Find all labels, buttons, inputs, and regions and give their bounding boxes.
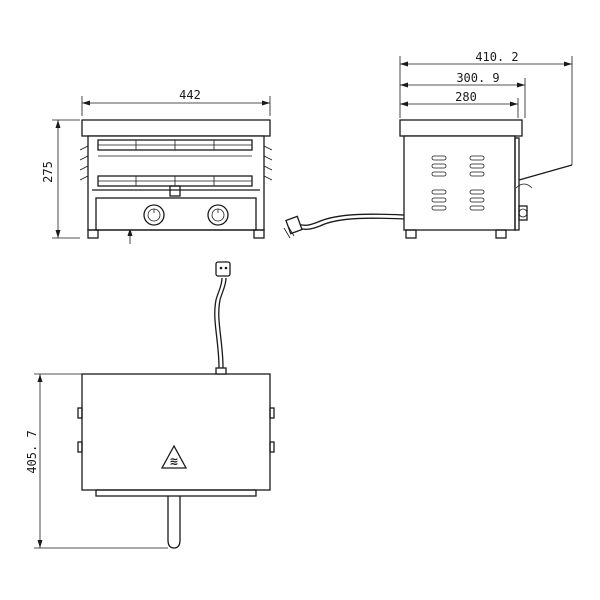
side-front-panel: [514, 137, 520, 231]
front-view: 442 275 65: [41, 88, 273, 244]
front-height-label: 275: [41, 161, 55, 183]
power-cord: [297, 213, 405, 226]
side-front-foot: [495, 229, 507, 239]
front-body: [87, 135, 265, 231]
svg-text:≋: ≋: [169, 455, 178, 468]
top-depth-label: 405. 7: [25, 430, 39, 473]
front-side-vents: [79, 145, 273, 181]
control-panel: [95, 197, 257, 231]
top-left-bracket-1: [77, 407, 83, 419]
side-hinge: [515, 183, 533, 189]
top-right-bracket-2: [269, 441, 275, 453]
tray-handle[interactable]: [167, 496, 181, 549]
side-overall-label: 410. 2: [475, 50, 518, 64]
upper-heating-element: [97, 139, 253, 157]
side-back-foot: [405, 229, 417, 239]
side-top-dimension: 280: [400, 90, 519, 118]
front-left-foot: [87, 229, 99, 239]
side-knob[interactable]: [518, 205, 528, 221]
side-body: [403, 135, 516, 231]
front-right-foot: [253, 229, 265, 239]
hot-surface-warning-icon: ≋: [160, 444, 188, 469]
top-left-bracket-2: [77, 441, 83, 453]
side-body-dimension: 300. 9: [400, 71, 526, 118]
top-power-plug-icon: [215, 261, 231, 277]
top-power-cord-edge: [218, 277, 227, 369]
top-view: 405. 7 ≋: [25, 261, 275, 549]
top-cord-connector: [215, 367, 227, 375]
front-width-label: 442: [179, 88, 201, 102]
top-depth-dimension: 405. 7: [25, 373, 168, 549]
power-cord-edge: [297, 217, 405, 230]
front-height-dimension: 275: [41, 119, 80, 239]
side-vent-slots: [431, 155, 485, 211]
top-power-cord: [214, 277, 223, 369]
grill-rack: [92, 175, 260, 197]
side-view: 410. 2 300. 9 280: [283, 50, 573, 239]
top-front-strip: [95, 489, 257, 497]
top-body: [81, 373, 271, 491]
right-knob[interactable]: [207, 204, 229, 226]
left-knob[interactable]: [143, 204, 165, 226]
side-overall-dimension: 410. 2: [399, 50, 573, 165]
side-handle-line: [518, 164, 573, 181]
power-plug-icon: [283, 215, 303, 239]
side-top-label: 280: [455, 90, 477, 104]
front-top-plate: [81, 119, 271, 137]
front-width-dimension: 442: [81, 88, 271, 116]
top-right-bracket-1: [269, 407, 275, 419]
side-body-label: 300. 9: [456, 71, 499, 85]
side-top-plate: [399, 119, 523, 137]
